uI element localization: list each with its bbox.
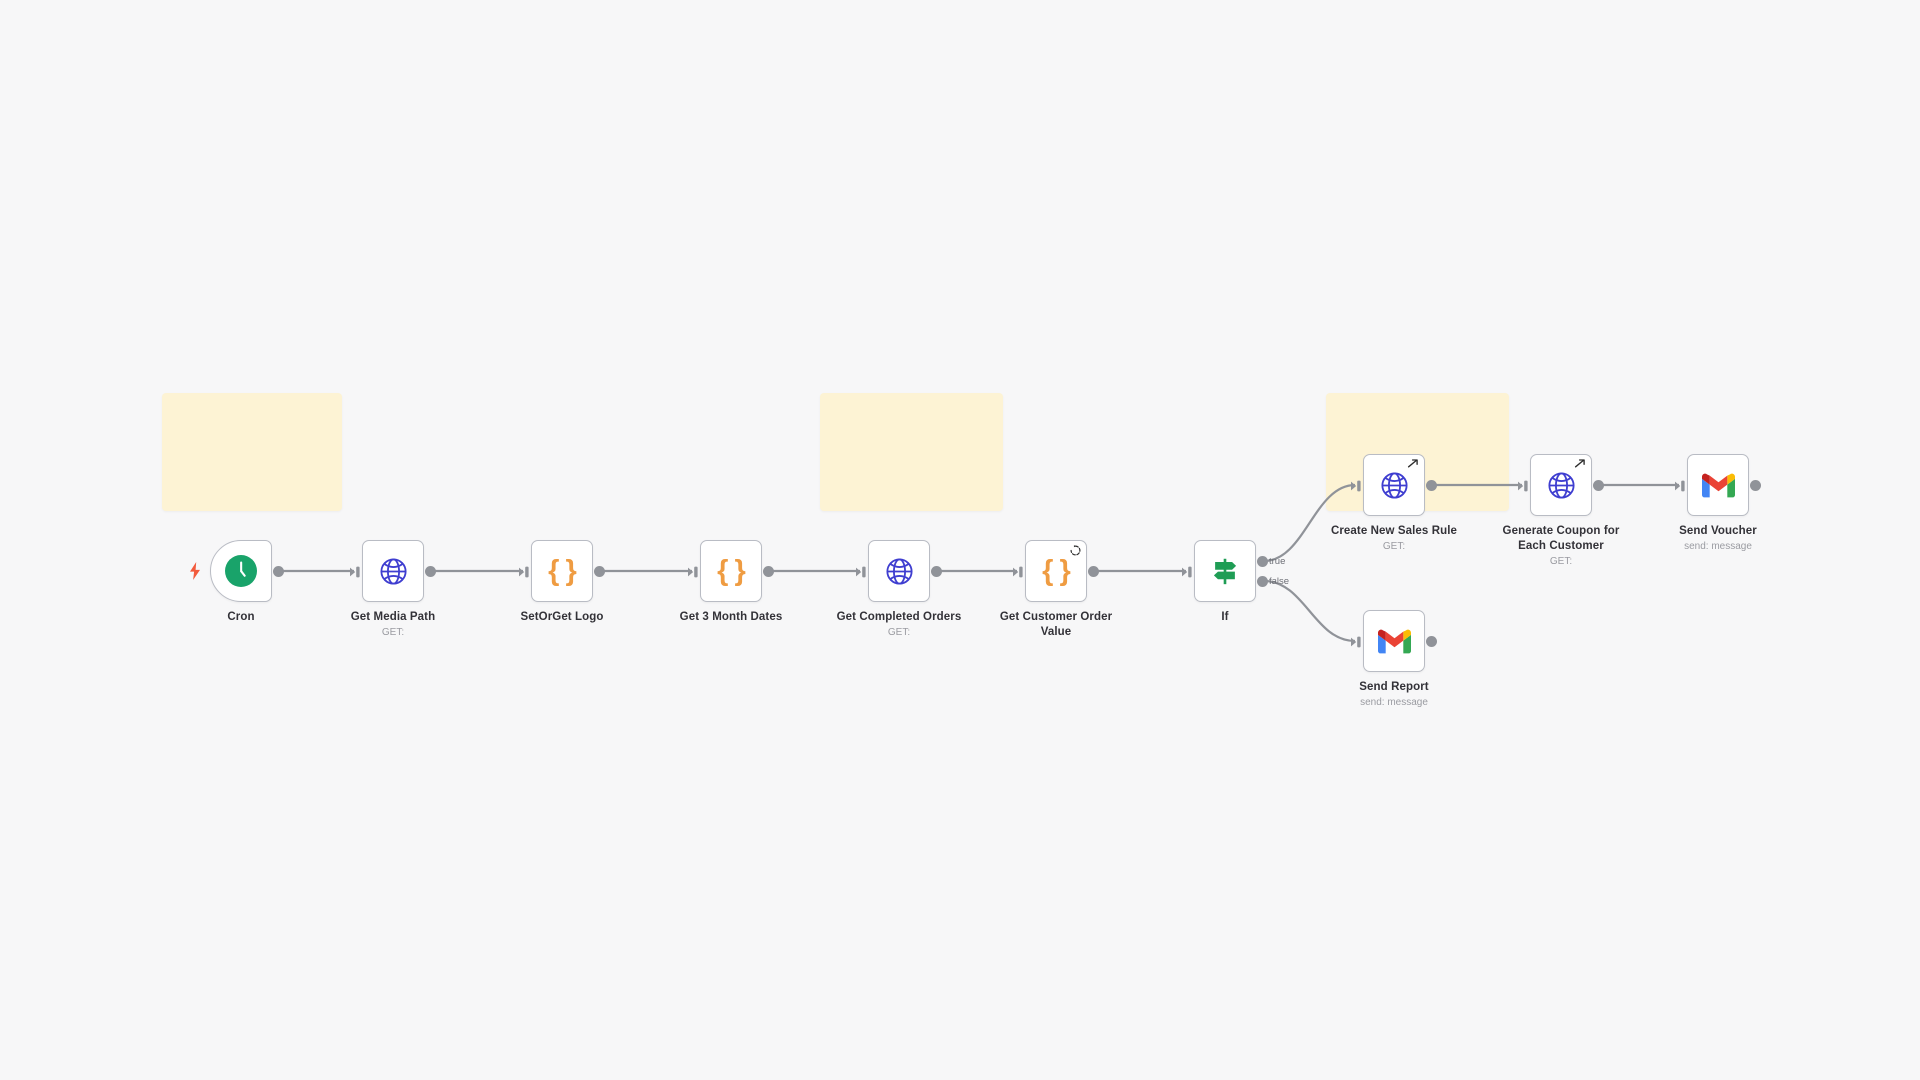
node-output-if-false[interactable]: [1256, 575, 1268, 587]
arrow-right-icon: [1574, 459, 1585, 468]
node-output-setorget-logo[interactable]: [593, 565, 605, 577]
clock-icon: [225, 555, 257, 587]
globe-icon: [885, 557, 913, 585]
arrow-right-icon: [1574, 458, 1586, 470]
node-label-send-voucher: Send Voucher: [1679, 525, 1757, 537]
node-input-generate-coupon-for-each-customer[interactable]: [1518, 479, 1529, 492]
node-setorget-logo[interactable]: { }: [531, 540, 593, 602]
node-get-3-month-dates[interactable]: { }: [700, 540, 762, 602]
globe-icon: [1544, 468, 1578, 502]
node-input-setorget-logo[interactable]: [519, 565, 530, 578]
code-braces-icon: { }: [545, 554, 579, 588]
node-get-completed-orders[interactable]: [868, 540, 930, 602]
node-input-create-new-sales-rule[interactable]: [1351, 479, 1362, 492]
loop-icon: [1069, 544, 1081, 556]
gmail-icon: [1701, 468, 1735, 502]
node-cron[interactable]: [210, 540, 272, 602]
node-create-new-sales-rule[interactable]: [1363, 454, 1425, 516]
node-send-report[interactable]: [1363, 610, 1425, 672]
node-label-if: If: [1221, 611, 1229, 623]
node-label-get-customer-order-value: Get Customer Order Value: [999, 611, 1113, 638]
code-braces-icon: { }: [548, 554, 577, 587]
node-label-generate-coupon-for-each-customer: Generate Coupon for Each Customer: [1502, 525, 1620, 552]
globe-icon: [376, 554, 410, 588]
node-sublabel-get-completed-orders: GET:: [887, 627, 911, 638]
node-sublabel-get-media-path: GET:: [381, 627, 405, 638]
node-input-send-voucher[interactable]: [1675, 479, 1686, 492]
node-input-if[interactable]: [1182, 565, 1193, 578]
clock-icon: [224, 554, 258, 588]
globe-icon: [1380, 471, 1408, 499]
node-label-setorget-logo: SetOrGet Logo: [520, 611, 604, 623]
globe-icon: [882, 554, 916, 588]
code-braces-icon: { }: [1039, 554, 1073, 588]
node-get-media-path[interactable]: [362, 540, 424, 602]
node-label-get-3-month-dates: Get 3 Month Dates: [679, 611, 783, 623]
node-sublabel-generate-coupon-for-each-customer: GET:: [1549, 556, 1573, 567]
node-sublabel-create-new-sales-rule: GET:: [1382, 541, 1406, 552]
port-label-false: false: [1269, 575, 1290, 587]
node-output-cron[interactable]: [272, 565, 284, 577]
signpost-icon: [1213, 558, 1237, 585]
node-output-if-true[interactable]: [1256, 555, 1268, 567]
node-input-get-customer-order-value[interactable]: [1013, 565, 1024, 578]
arrow-right-icon: [1407, 458, 1419, 470]
node-input-get-3-month-dates[interactable]: [688, 565, 699, 578]
node-sublabel-send-voucher: send: message: [1684, 541, 1752, 552]
globe-icon: [1547, 471, 1575, 499]
node-label-create-new-sales-rule: Create New Sales Rule: [1330, 525, 1458, 537]
node-sublabel-send-report: send: message: [1360, 697, 1428, 708]
node-if[interactable]: [1194, 540, 1256, 602]
trigger-bolt-icon: [190, 562, 200, 580]
signpost-icon: [1208, 554, 1242, 588]
node-output-get-3-month-dates[interactable]: [762, 565, 774, 577]
node-input-send-report[interactable]: [1351, 635, 1362, 648]
node-label-cron: Cron: [227, 611, 255, 623]
sticky-note-2[interactable]: [820, 393, 1003, 511]
node-label-get-completed-orders: Get Completed Orders: [836, 611, 962, 623]
node-send-voucher[interactable]: [1687, 454, 1749, 516]
node-input-get-completed-orders[interactable]: [856, 565, 867, 578]
node-output-create-new-sales-rule[interactable]: [1425, 479, 1437, 491]
node-output-generate-coupon-for-each-customer[interactable]: [1592, 479, 1604, 491]
node-label-send-report: Send Report: [1359, 681, 1429, 693]
sticky-note-1[interactable]: [162, 393, 342, 511]
node-generate-coupon-for-each-customer[interactable]: [1530, 454, 1592, 516]
node-input-get-media-path[interactable]: [350, 565, 361, 578]
globe-icon: [379, 557, 407, 585]
node-output-get-media-path[interactable]: [424, 565, 436, 577]
node-output-send-report[interactable]: [1425, 635, 1437, 647]
gmail-icon: [1377, 629, 1411, 653]
code-braces-icon: { }: [717, 554, 746, 587]
node-output-get-completed-orders[interactable]: [930, 565, 942, 577]
loop-icon: [1070, 544, 1080, 555]
node-get-customer-order-value[interactable]: { }: [1025, 540, 1087, 602]
port-label-true: true: [1269, 555, 1286, 567]
gmail-icon: [1701, 473, 1735, 497]
node-output-get-customer-order-value[interactable]: [1087, 565, 1099, 577]
code-braces-icon: { }: [1042, 554, 1071, 587]
code-braces-icon: { }: [714, 554, 748, 588]
globe-icon: [1377, 468, 1411, 502]
node-output-send-voucher[interactable]: [1749, 479, 1761, 491]
node-label-get-media-path: Get Media Path: [350, 611, 436, 623]
arrow-right-icon: [1407, 459, 1418, 468]
gmail-icon: [1377, 624, 1411, 658]
